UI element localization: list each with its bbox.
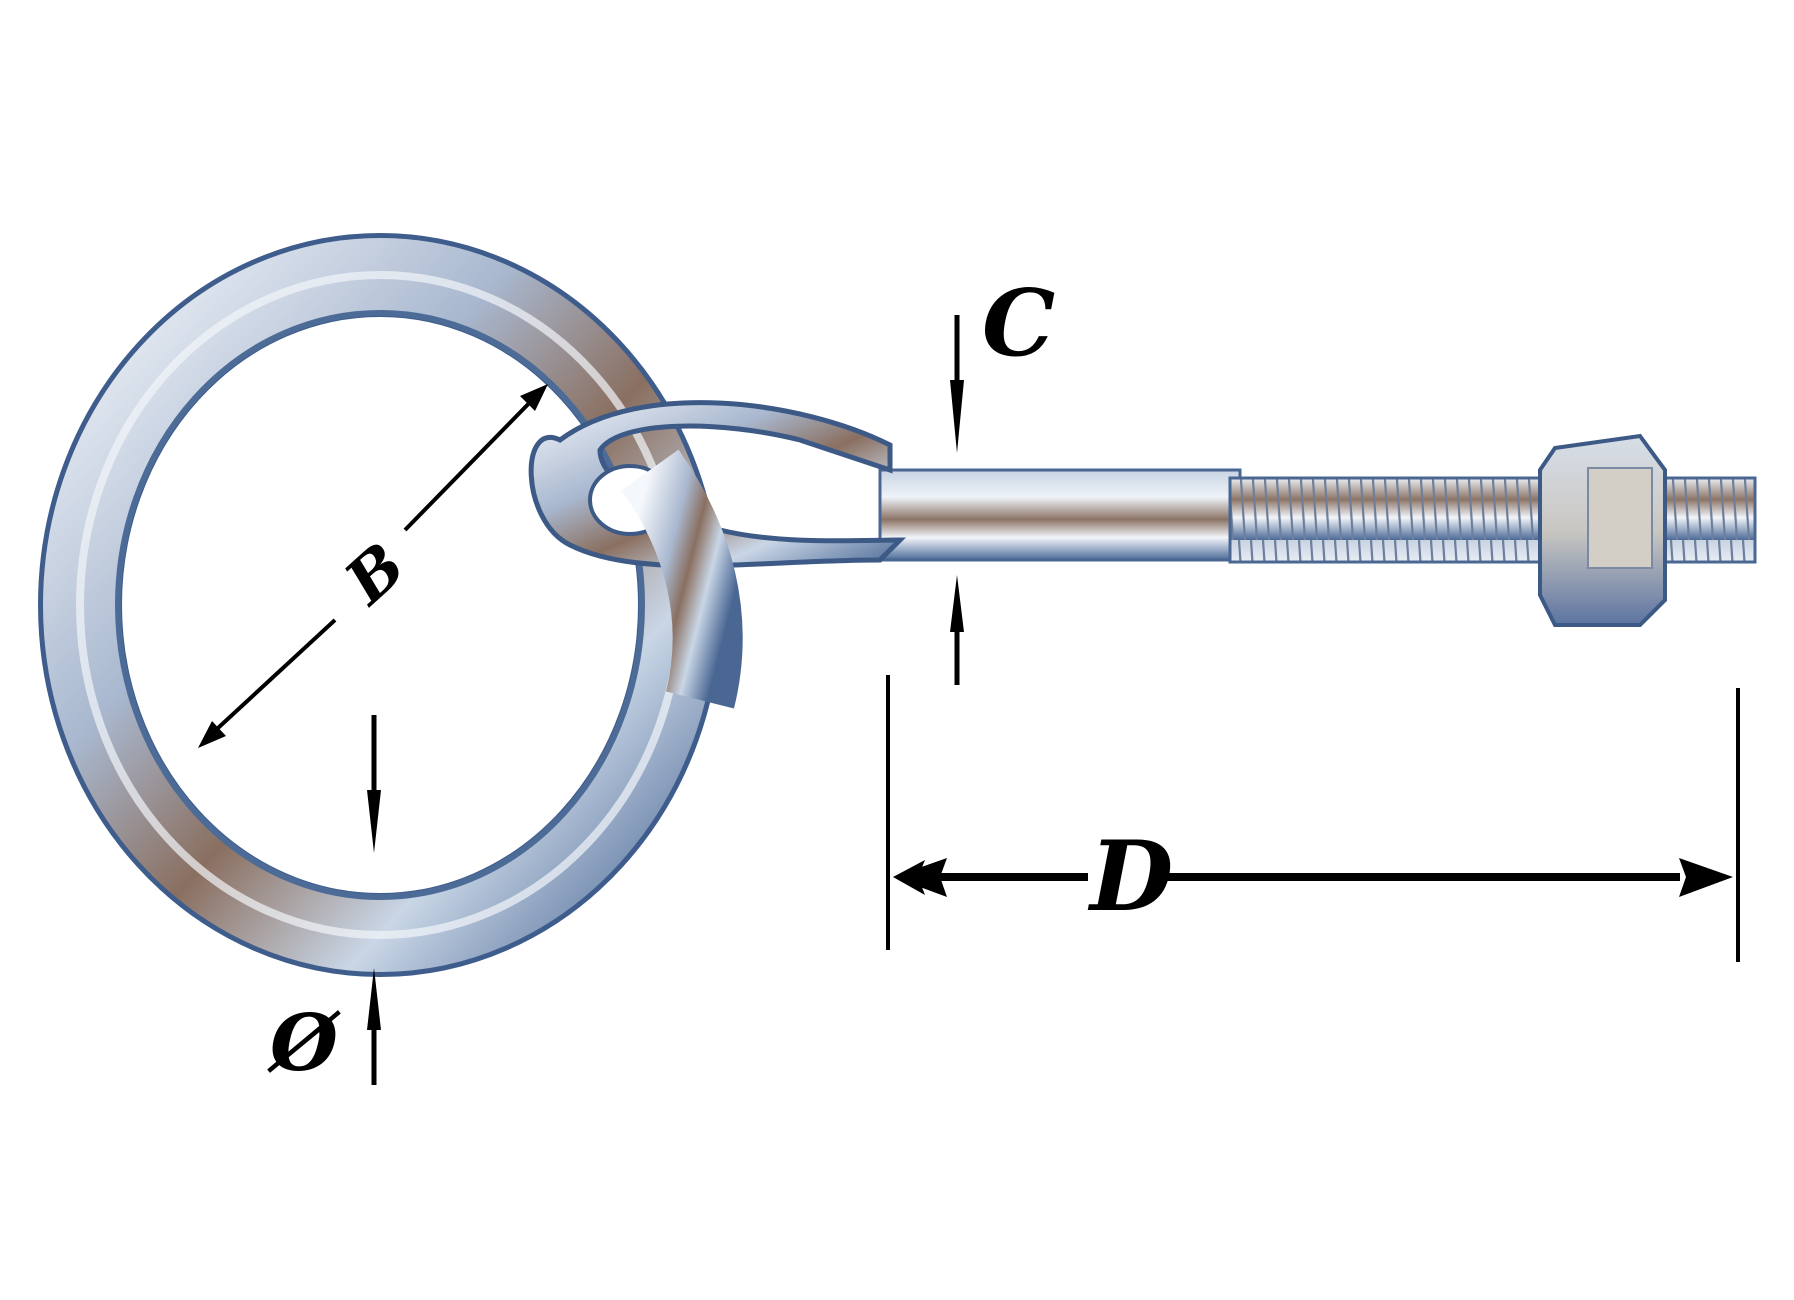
dimension-c: C: [950, 269, 1055, 685]
dimension-label-c: C: [982, 269, 1055, 377]
arrowhead-icon: [198, 721, 226, 748]
arrowhead-icon: [367, 968, 381, 1030]
ring-bolt: [38, 233, 1757, 977]
arrowhead-icon: [950, 575, 964, 632]
dimension-wire-diameter: Ø: [267, 715, 381, 1089]
threaded-section: [1228, 476, 1757, 564]
arrowhead-icon: [893, 858, 947, 897]
dimension-label-b: B: [330, 529, 419, 620]
dimension-b: B: [198, 384, 548, 748]
arrowhead-icon: [1679, 858, 1733, 897]
dimension-label-d: D: [1087, 820, 1173, 933]
arrowhead-icon: [520, 384, 548, 411]
arrowhead-icon: [950, 380, 964, 453]
dimension-label-diameter: Ø: [267, 998, 341, 1089]
arrowhead-icon: [367, 790, 381, 853]
hex-nut: [1538, 433, 1667, 627]
dimension-d: D: [886, 675, 1740, 962]
shank: [878, 468, 1242, 562]
